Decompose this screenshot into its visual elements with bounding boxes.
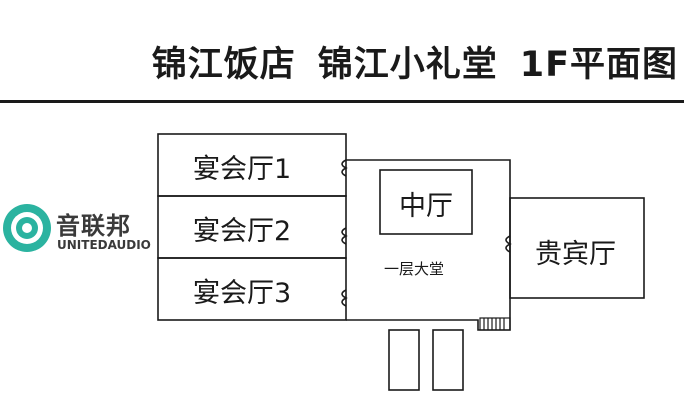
plan-title: 锦江饭店锦江小礼堂 1F平面图 (152, 36, 678, 87)
banquet-hall-3-label: 宴会厅3 (193, 278, 292, 309)
banquet-hall-3-outline (157, 257, 347, 321)
middle-hall-label: 中厅 (399, 191, 453, 222)
banquet-hall-1-label: 宴会厅1 (193, 154, 292, 185)
title-floor-plan: 1F平面图 (519, 45, 678, 85)
door-marker-2 (341, 227, 348, 245)
title-auditorium: 锦江小礼堂 (317, 45, 498, 85)
vip-hall-label: 贵宾厅 (535, 239, 616, 270)
lobby-label: 一层大堂 (384, 260, 445, 278)
door-marker-1 (341, 159, 348, 177)
vip-hall-outline (509, 197, 645, 299)
door-marker-3 (341, 289, 348, 307)
logo-english-text: UNITEDAUDIO (57, 238, 151, 252)
title-divider (0, 100, 684, 103)
banquet-hall-2-label: 宴会厅2 (193, 216, 292, 247)
stairs (479, 317, 511, 331)
corridor-right (432, 329, 464, 391)
door-marker-vip (505, 235, 512, 253)
corridor-left (388, 329, 420, 391)
middle-hall-outline (379, 169, 473, 235)
logo-chinese-text: 音联邦 (56, 212, 131, 240)
title-hotel: 锦江饭店 (151, 45, 296, 85)
logo-mark (3, 204, 51, 252)
